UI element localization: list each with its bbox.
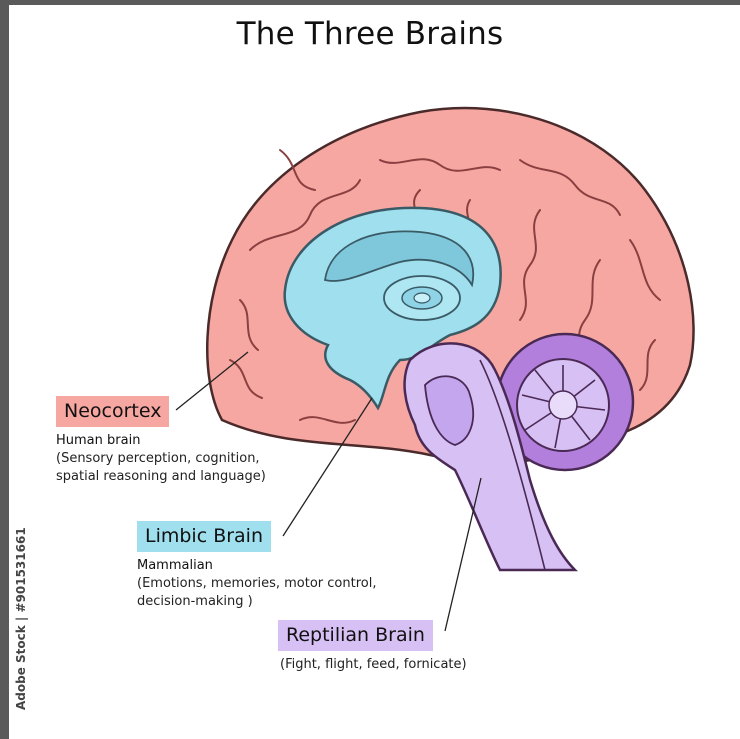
- limbic-name: Limbic Brain: [145, 525, 263, 547]
- neocortex-label: Neocortex: [56, 396, 169, 427]
- limbic-desc-line: decision-making ): [137, 593, 376, 611]
- reptilian-name: Reptilian Brain: [286, 624, 425, 646]
- reptilian-desc-line: (Fight, flight, feed, fornicate): [280, 656, 467, 674]
- limbic-subtitle: Mammalian: [137, 557, 376, 575]
- diagram-title: The Three Brains: [0, 16, 740, 52]
- neocortex-desc-line: spatial reasoning and language): [56, 468, 266, 486]
- stock-watermark-text: Adobe Stock | #901531661: [14, 527, 28, 710]
- reptilian-description: (Fight, flight, feed, fornicate): [280, 656, 467, 674]
- limbic-desc-line: (Emotions, memories, motor control,: [137, 575, 376, 593]
- limbic-description: Mammalian (Emotions, memories, motor con…: [137, 557, 376, 611]
- neocortex-description: Human brain (Sensory perception, cogniti…: [56, 432, 266, 486]
- neocortex-name: Neocortex: [64, 400, 161, 422]
- neocortex-desc-line: (Sensory perception, cognition,: [56, 450, 266, 468]
- neocortex-subtitle: Human brain: [56, 432, 266, 450]
- reptilian-label: Reptilian Brain: [278, 620, 433, 651]
- limbic-label: Limbic Brain: [137, 521, 271, 552]
